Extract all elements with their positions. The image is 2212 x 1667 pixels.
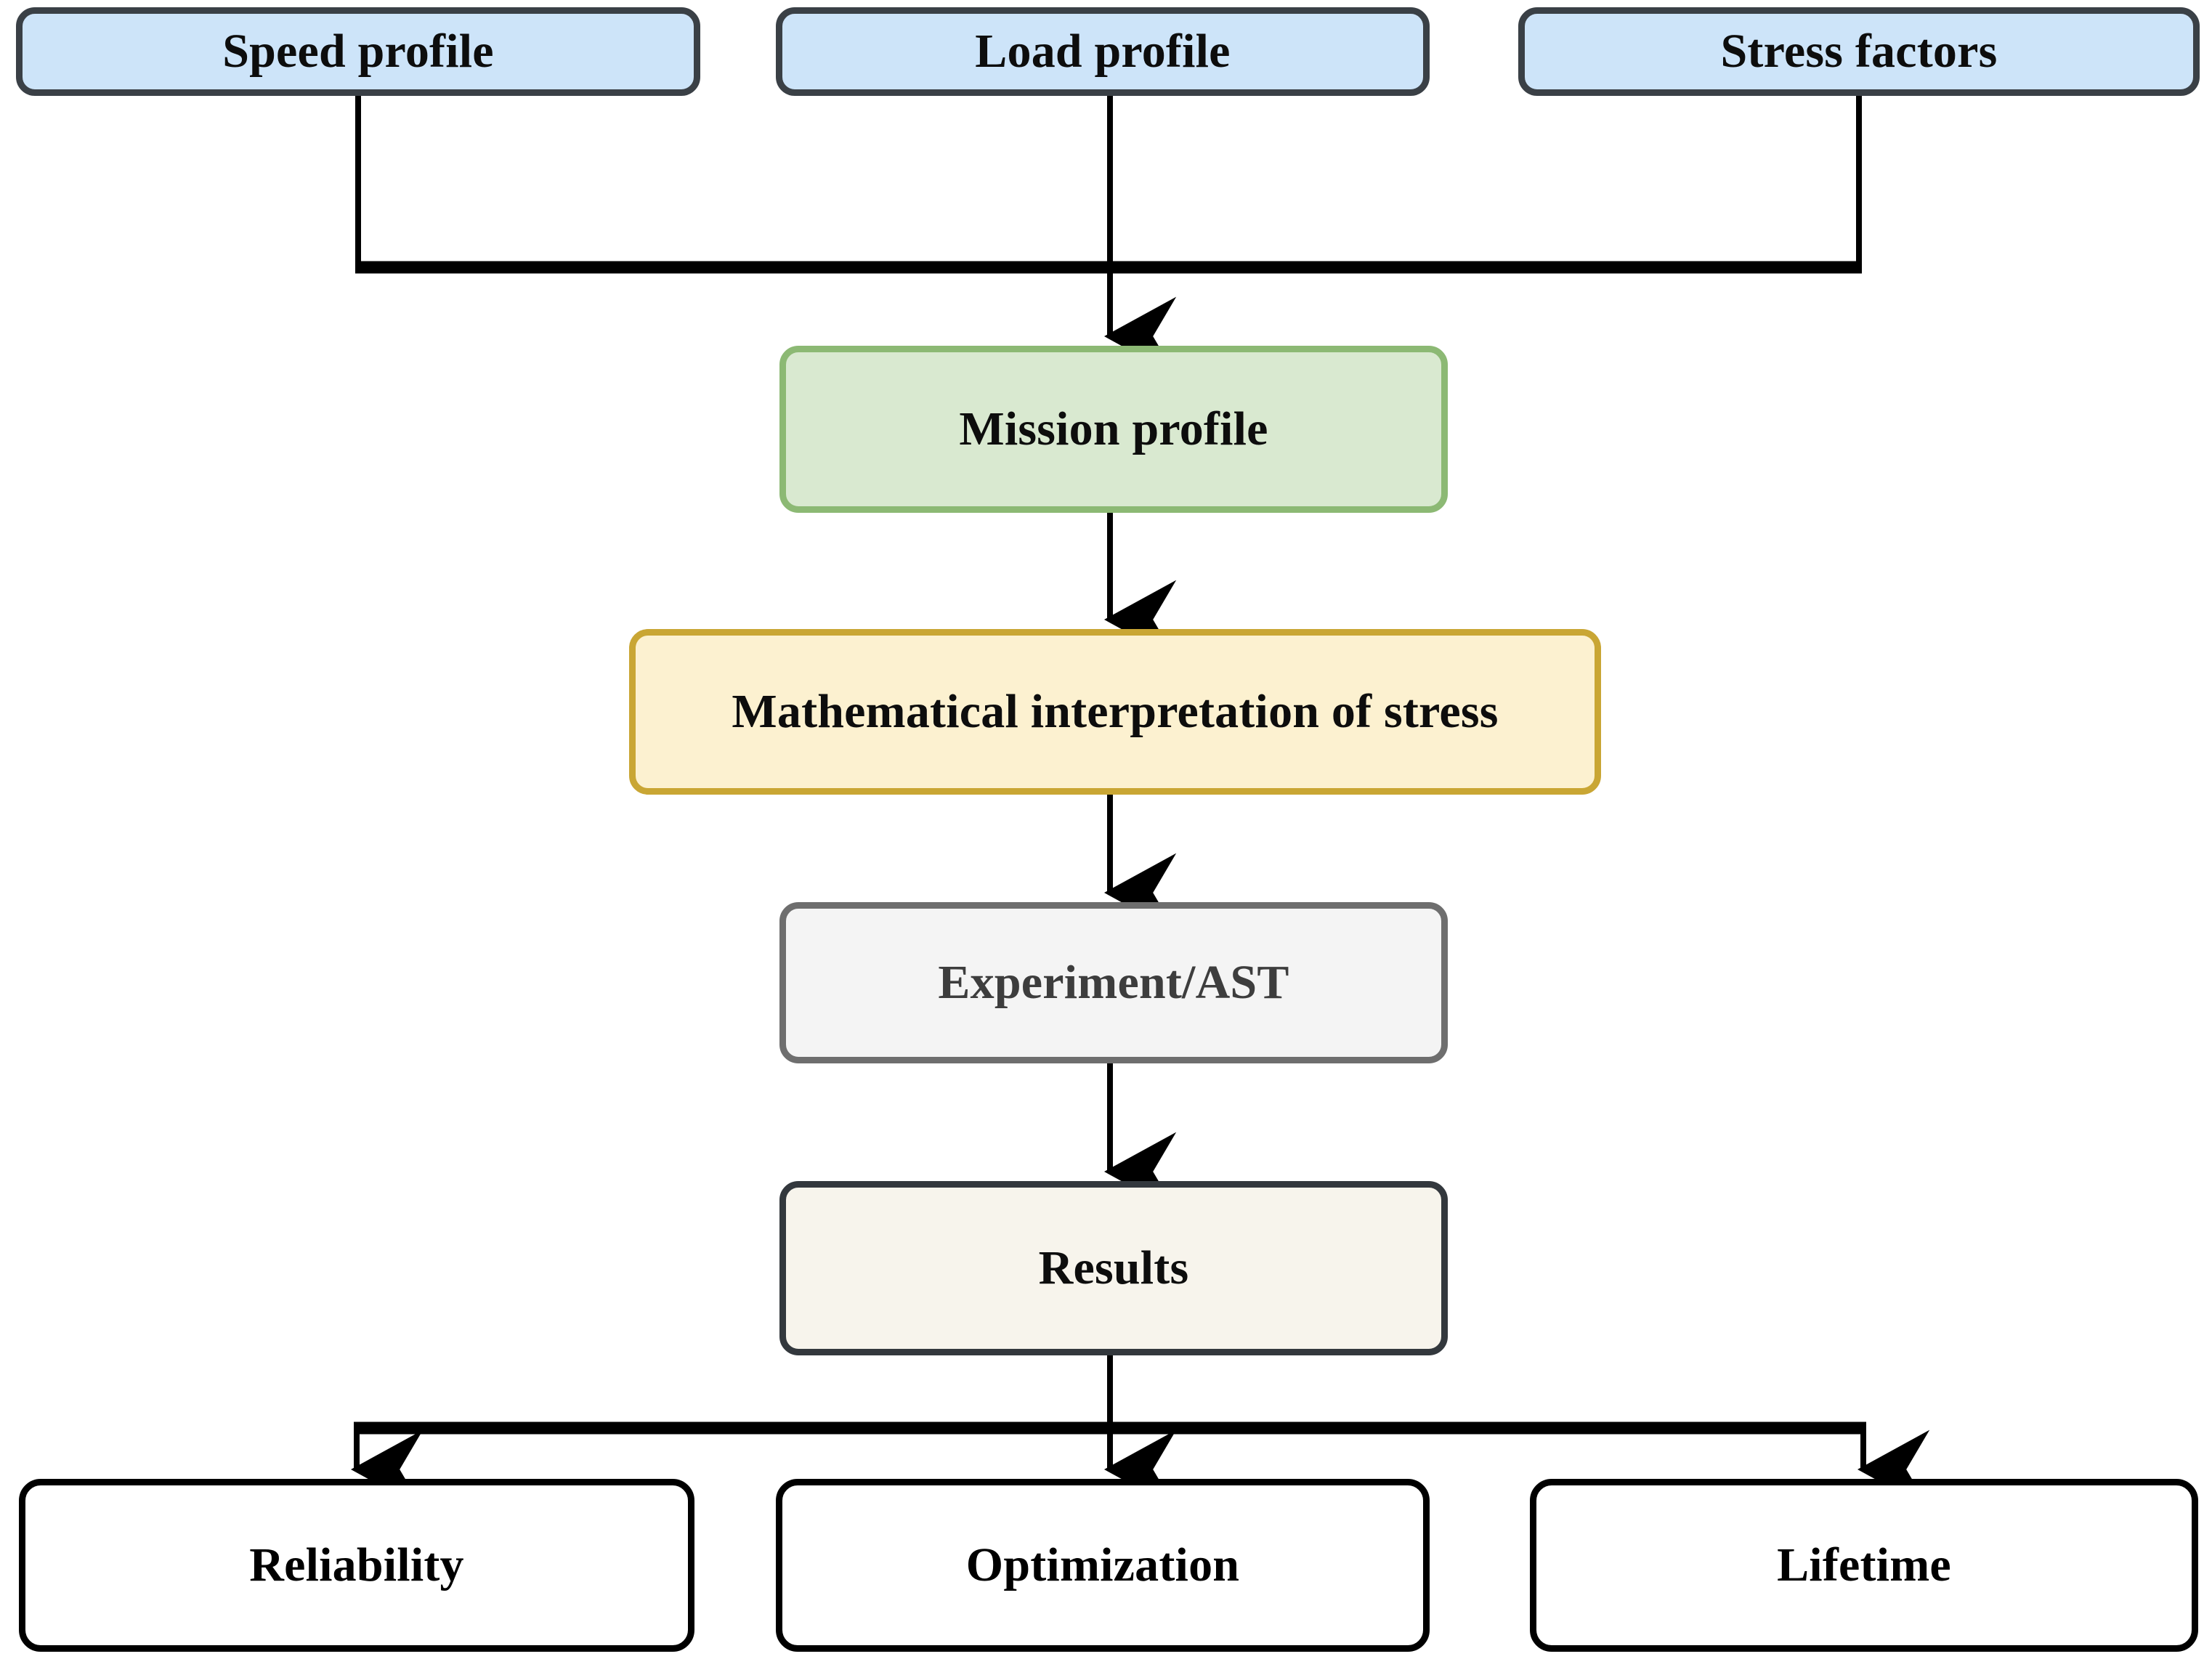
node-reliability[interactable]: Reliability <box>19 1479 694 1652</box>
node-load-profile[interactable]: Load profile <box>776 7 1430 96</box>
node-lifetime[interactable]: Lifetime <box>1530 1479 2198 1652</box>
node-speed-profile[interactable]: Speed profile <box>16 7 700 96</box>
node-mission-profile[interactable]: Mission profile <box>779 346 1448 513</box>
node-experiment-ast[interactable]: Experiment/AST <box>779 902 1448 1063</box>
node-mathematical-interpretation[interactable]: Mathematical interpretation of stress <box>629 629 1601 795</box>
node-results[interactable]: Results <box>779 1181 1448 1355</box>
node-stress-factors[interactable]: Stress factors <box>1518 7 2200 96</box>
node-optimization[interactable]: Optimization <box>776 1479 1430 1652</box>
